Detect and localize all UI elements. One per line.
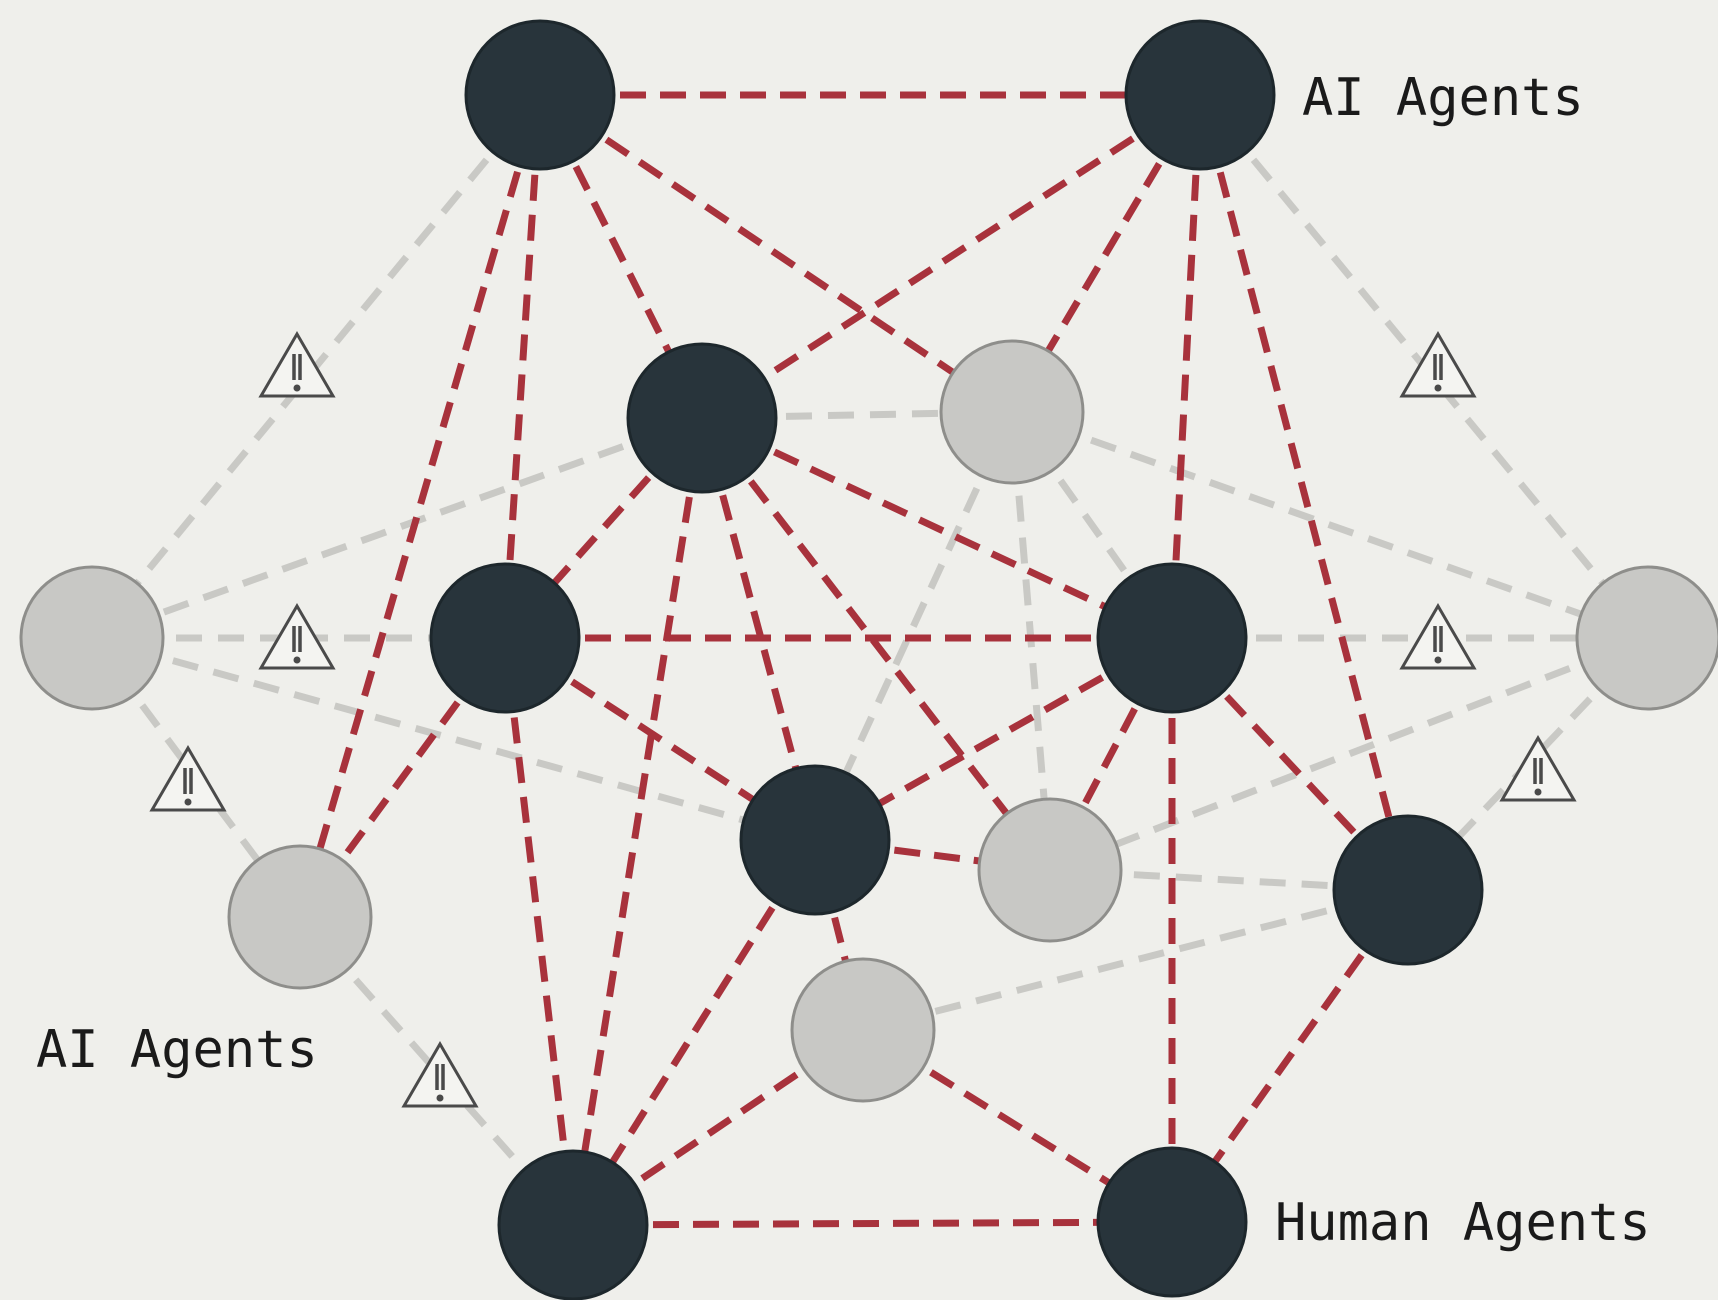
label-bottom-right: Human Agents — [1275, 1193, 1651, 1253]
red-link-n3-n14 — [569, 417, 706, 1226]
gray-link-n4-n10 — [811, 410, 1016, 842]
label-left: AI Agents — [36, 1020, 318, 1080]
warning-icon — [1399, 331, 1477, 398]
diagram-labels: AI Agents AI Agents Human Agents — [36, 68, 1651, 1253]
red-link-n14-n15 — [572, 1218, 1173, 1229]
red-link-n3-n7 — [700, 414, 1174, 642]
warning-icon — [401, 1041, 479, 1108]
red-link-n1-n4 — [538, 92, 1014, 415]
gray-link-n3-n5 — [90, 414, 704, 642]
dark-agent-node-n15 — [1096, 1146, 1248, 1298]
light-agent-node-n13 — [790, 957, 936, 1103]
light-agent-node-n8 — [1575, 565, 1718, 711]
red-link-n2-n7 — [1168, 94, 1204, 639]
warning-icon — [258, 603, 336, 670]
warning-icon — [1399, 603, 1477, 670]
dark-agent-node-n7 — [1096, 562, 1248, 714]
warning-icon — [258, 331, 336, 398]
red-link-n1-n11 — [296, 94, 544, 918]
warning-icon — [1499, 735, 1577, 802]
gray-link-n8-n9 — [1048, 634, 1650, 874]
dark-agent-node-n2 — [1124, 19, 1276, 171]
red-link-n3-n9 — [699, 415, 1053, 873]
red-link-n1-n6 — [501, 94, 544, 639]
light-agent-node-n9 — [977, 797, 1123, 943]
agent-nodes — [19, 19, 1718, 1300]
dark-agent-node-n12 — [1332, 814, 1484, 966]
label-top-right: AI Agents — [1302, 68, 1584, 128]
gray-link-n4-n8 — [1010, 408, 1650, 642]
red-link-n2-n3 — [700, 92, 1202, 421]
red-link-n2-n12 — [1196, 94, 1412, 891]
dark-agent-node-n14 — [497, 1149, 649, 1300]
dark-agent-node-n1 — [464, 19, 616, 171]
warning-icon — [149, 745, 227, 812]
light-agent-node-n4 — [939, 339, 1085, 485]
red-link-n6-n14 — [501, 637, 577, 1226]
light-agent-node-n11 — [227, 844, 373, 990]
dark-agent-node-n6 — [429, 562, 581, 714]
dark-agent-node-n3 — [626, 342, 778, 494]
dark-agent-node-n10 — [739, 764, 891, 916]
red-link-n10-n14 — [570, 838, 818, 1227]
gray-link-n12-n13 — [862, 886, 1409, 1034]
warning-markers — [149, 331, 1577, 1108]
light-agent-node-n5 — [19, 565, 165, 711]
